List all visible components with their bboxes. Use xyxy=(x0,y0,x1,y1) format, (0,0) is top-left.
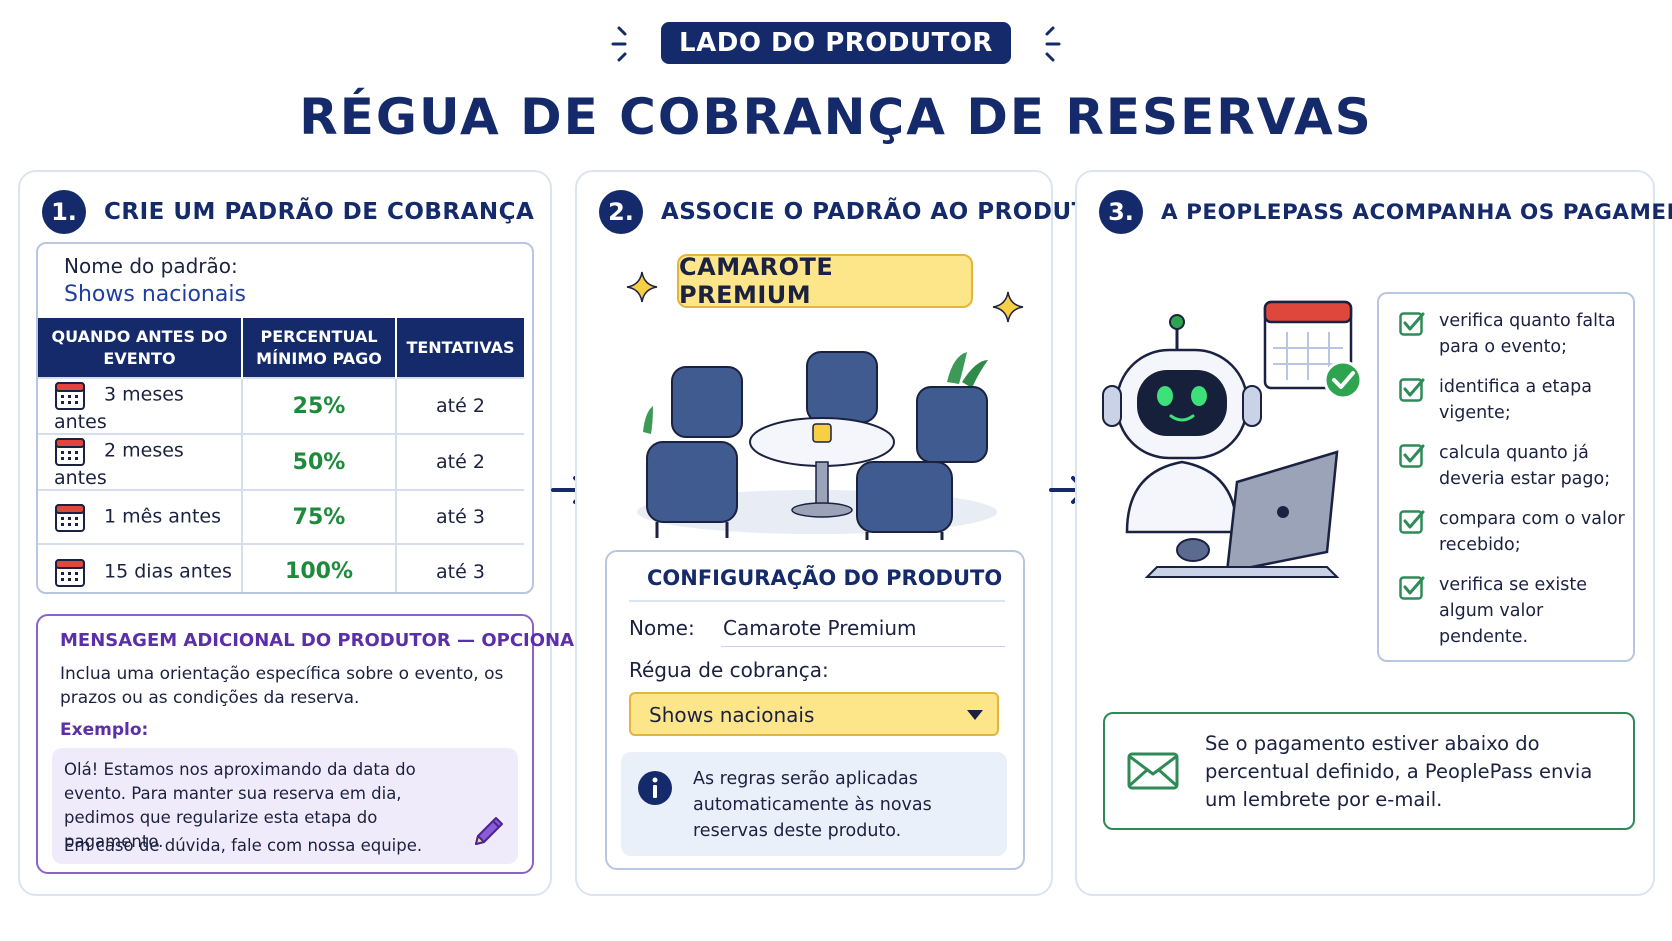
checklist-text: identifica a etapa vigente; xyxy=(1439,377,1592,423)
cell-percent: 75% xyxy=(242,489,397,544)
email-reminder-card: Se o pagamento estiver abaixo do percent… xyxy=(1103,712,1635,830)
when-text: 3 meses antes xyxy=(54,383,184,434)
product-tag: CAMAROTE PREMIUM xyxy=(677,253,973,309)
check-icon xyxy=(1399,444,1425,468)
config-name-label: Nome: xyxy=(629,616,695,640)
pattern-card: Nome do padrão: Shows nacionais QUANDO A… xyxy=(36,242,534,594)
config-title: CONFIGURAÇÃO DO PRODUTO xyxy=(647,566,1003,590)
step1-title: CRIE UM PADRÃO DE COBRANÇA xyxy=(104,199,535,225)
step1-panel: 1. CRIE UM PADRÃO DE COBRANÇA Nome do pa… xyxy=(18,170,586,896)
calendar-icon xyxy=(55,504,85,532)
calendar-icon xyxy=(55,382,85,410)
pencil-icon[interactable] xyxy=(468,812,508,852)
rule-select-value: Shows nacionais xyxy=(649,703,815,727)
pattern-name-label: Nome do padrão: xyxy=(64,254,238,278)
step2-number: 2. xyxy=(599,190,643,234)
step3-number: 3. xyxy=(1099,190,1143,234)
cell-when: 3 meses antes xyxy=(38,377,243,434)
email-note: Se o pagamento estiver abaixo do percent… xyxy=(1205,732,1593,811)
example-message-box[interactable]: Olá! Estamos nos aproximando da data do … xyxy=(52,748,518,864)
robot-illustration xyxy=(1102,300,1363,578)
checklist-item: verifica quanto falta para o evento; xyxy=(1399,308,1629,360)
header: LADO DO PRODUTOR xyxy=(0,22,1672,64)
checklist-card: verifica quanto falta para o evento; iden… xyxy=(1377,292,1635,662)
step1-number: 1. xyxy=(42,190,86,234)
step1-header: 1. CRIE UM PADRÃO DE COBRANÇA xyxy=(42,190,534,234)
example-text: Olá! Estamos nos aproximando da data do … xyxy=(64,760,416,851)
cell-percent: 25% xyxy=(242,377,397,434)
when-text: 1 mês antes xyxy=(104,505,221,528)
config-rule-label: Régua de cobrança: xyxy=(629,658,829,682)
checklist-text: verifica quanto falta para o evento; xyxy=(1439,311,1616,357)
checklist-text: calcula quanto já deveria estar pago; xyxy=(1439,443,1611,489)
info-box: As regras serão aplicadas automaticament… xyxy=(621,752,1007,856)
calendar-icon xyxy=(55,558,85,587)
col-header-percent: PERCENTUAL MÍNIMO PAGO xyxy=(242,318,397,378)
step3-title: A PEOPLEPASS ACOMPANHA OS PAGAMENTOS xyxy=(1161,199,1672,225)
lounge-illustration xyxy=(637,351,997,540)
cell-percent: 100% xyxy=(242,543,397,592)
step2-panel: 2. ASSOCIE O PADRÃO AO PRODUTO CAMAROTE … xyxy=(575,170,1107,896)
chevron-down-icon xyxy=(967,710,983,720)
cell-attempts: até 3 xyxy=(396,489,524,544)
checklist-item: identifica a etapa vigente; xyxy=(1399,374,1629,426)
calendar-icon xyxy=(55,438,85,466)
cell-attempts: até 2 xyxy=(396,377,524,434)
example-label: Exemplo: xyxy=(60,720,149,740)
divider xyxy=(629,600,1005,602)
example-text-2: Em caso de dúvida, fale com nossa equipe… xyxy=(64,836,423,855)
sparkle-right-icon xyxy=(1045,26,1061,62)
badge-label: LADO DO PRODUTOR xyxy=(679,28,993,58)
step3-header: 3. A PEOPLEPASS ACOMPANHA OS PAGAMENTOS xyxy=(1099,190,1672,234)
page-title: RÉGUA DE COBRANÇA DE RESERVAS xyxy=(299,88,1373,146)
cell-attempts: até 3 xyxy=(396,543,524,592)
col-header-when: QUANDO ANTES DO EVENTO xyxy=(38,318,243,378)
checklist-item: calcula quanto já deveria estar pago; xyxy=(1399,440,1629,492)
product-config-card: CONFIGURAÇÃO DO PRODUTO Nome: Camarote P… xyxy=(605,550,1025,870)
when-text: 2 meses antes xyxy=(54,439,184,490)
schedule-table: QUANDO ANTES DO EVENTO PERCENTUAL MÍNIMO… xyxy=(38,318,524,592)
cell-attempts: até 2 xyxy=(396,433,524,490)
config-name-field[interactable]: Camarote Premium xyxy=(723,616,917,640)
check-icon xyxy=(1399,312,1425,336)
pattern-name-value: Shows nacionais xyxy=(64,282,246,307)
producer-message-card: MENSAGEM ADICIONAL DO PRODUTOR — OPCIONA… xyxy=(36,614,586,874)
sparkle-left-icon xyxy=(611,26,627,62)
check-icon xyxy=(1399,378,1425,402)
cell-percent: 50% xyxy=(242,433,397,490)
message-title: MENSAGEM ADICIONAL DO PRODUTOR — OPCIONA… xyxy=(60,630,586,651)
table-row: 15 dias antes 100%até 3 xyxy=(38,543,524,592)
checklist-item: verifica se existe algum valor pendente. xyxy=(1399,572,1629,650)
side-badge: LADO DO PRODUTOR xyxy=(611,22,1061,64)
envelope-icon xyxy=(1127,752,1179,790)
cell-when: 15 dias antes xyxy=(38,543,243,592)
check-icon xyxy=(1399,576,1425,600)
star-icon xyxy=(992,291,1024,323)
rule-select[interactable]: Shows nacionais xyxy=(629,692,999,736)
info-text: As regras serão aplicadas automaticament… xyxy=(693,769,932,841)
message-description: Inclua uma orientação específica sobre o… xyxy=(60,664,504,708)
cell-when: 2 meses antes xyxy=(38,433,243,490)
when-text: 15 dias antes xyxy=(104,560,232,582)
col-header-attempts: TENTATIVAS xyxy=(396,318,524,378)
table-row: 2 meses antes 50%até 2 xyxy=(38,433,524,490)
cell-when: 1 mês antes xyxy=(38,489,243,544)
divider xyxy=(721,646,1005,647)
table-header-row: QUANDO ANTES DO EVENTO PERCENTUAL MÍNIMO… xyxy=(38,318,524,378)
check-icon xyxy=(1399,510,1425,534)
checklist-text: verifica se existe algum valor pendente. xyxy=(1439,575,1587,647)
checklist-item: compara com o valor recebido; xyxy=(1399,506,1629,558)
checklist-text: compara com o valor recebido; xyxy=(1439,509,1625,555)
step3-panel: 3. A PEOPLEPASS ACOMPANHA OS PAGAMENTOS xyxy=(1075,170,1672,896)
step2-title: ASSOCIE O PADRÃO AO PRODUTO xyxy=(661,199,1108,225)
table-row: 1 mês antes 75%até 3 xyxy=(38,489,524,544)
step2-header: 2. ASSOCIE O PADRÃO AO PRODUTO xyxy=(599,190,1108,234)
table-row: 3 meses antes 25%até 2 xyxy=(38,377,524,434)
info-icon xyxy=(638,771,672,805)
star-icon xyxy=(626,271,658,303)
